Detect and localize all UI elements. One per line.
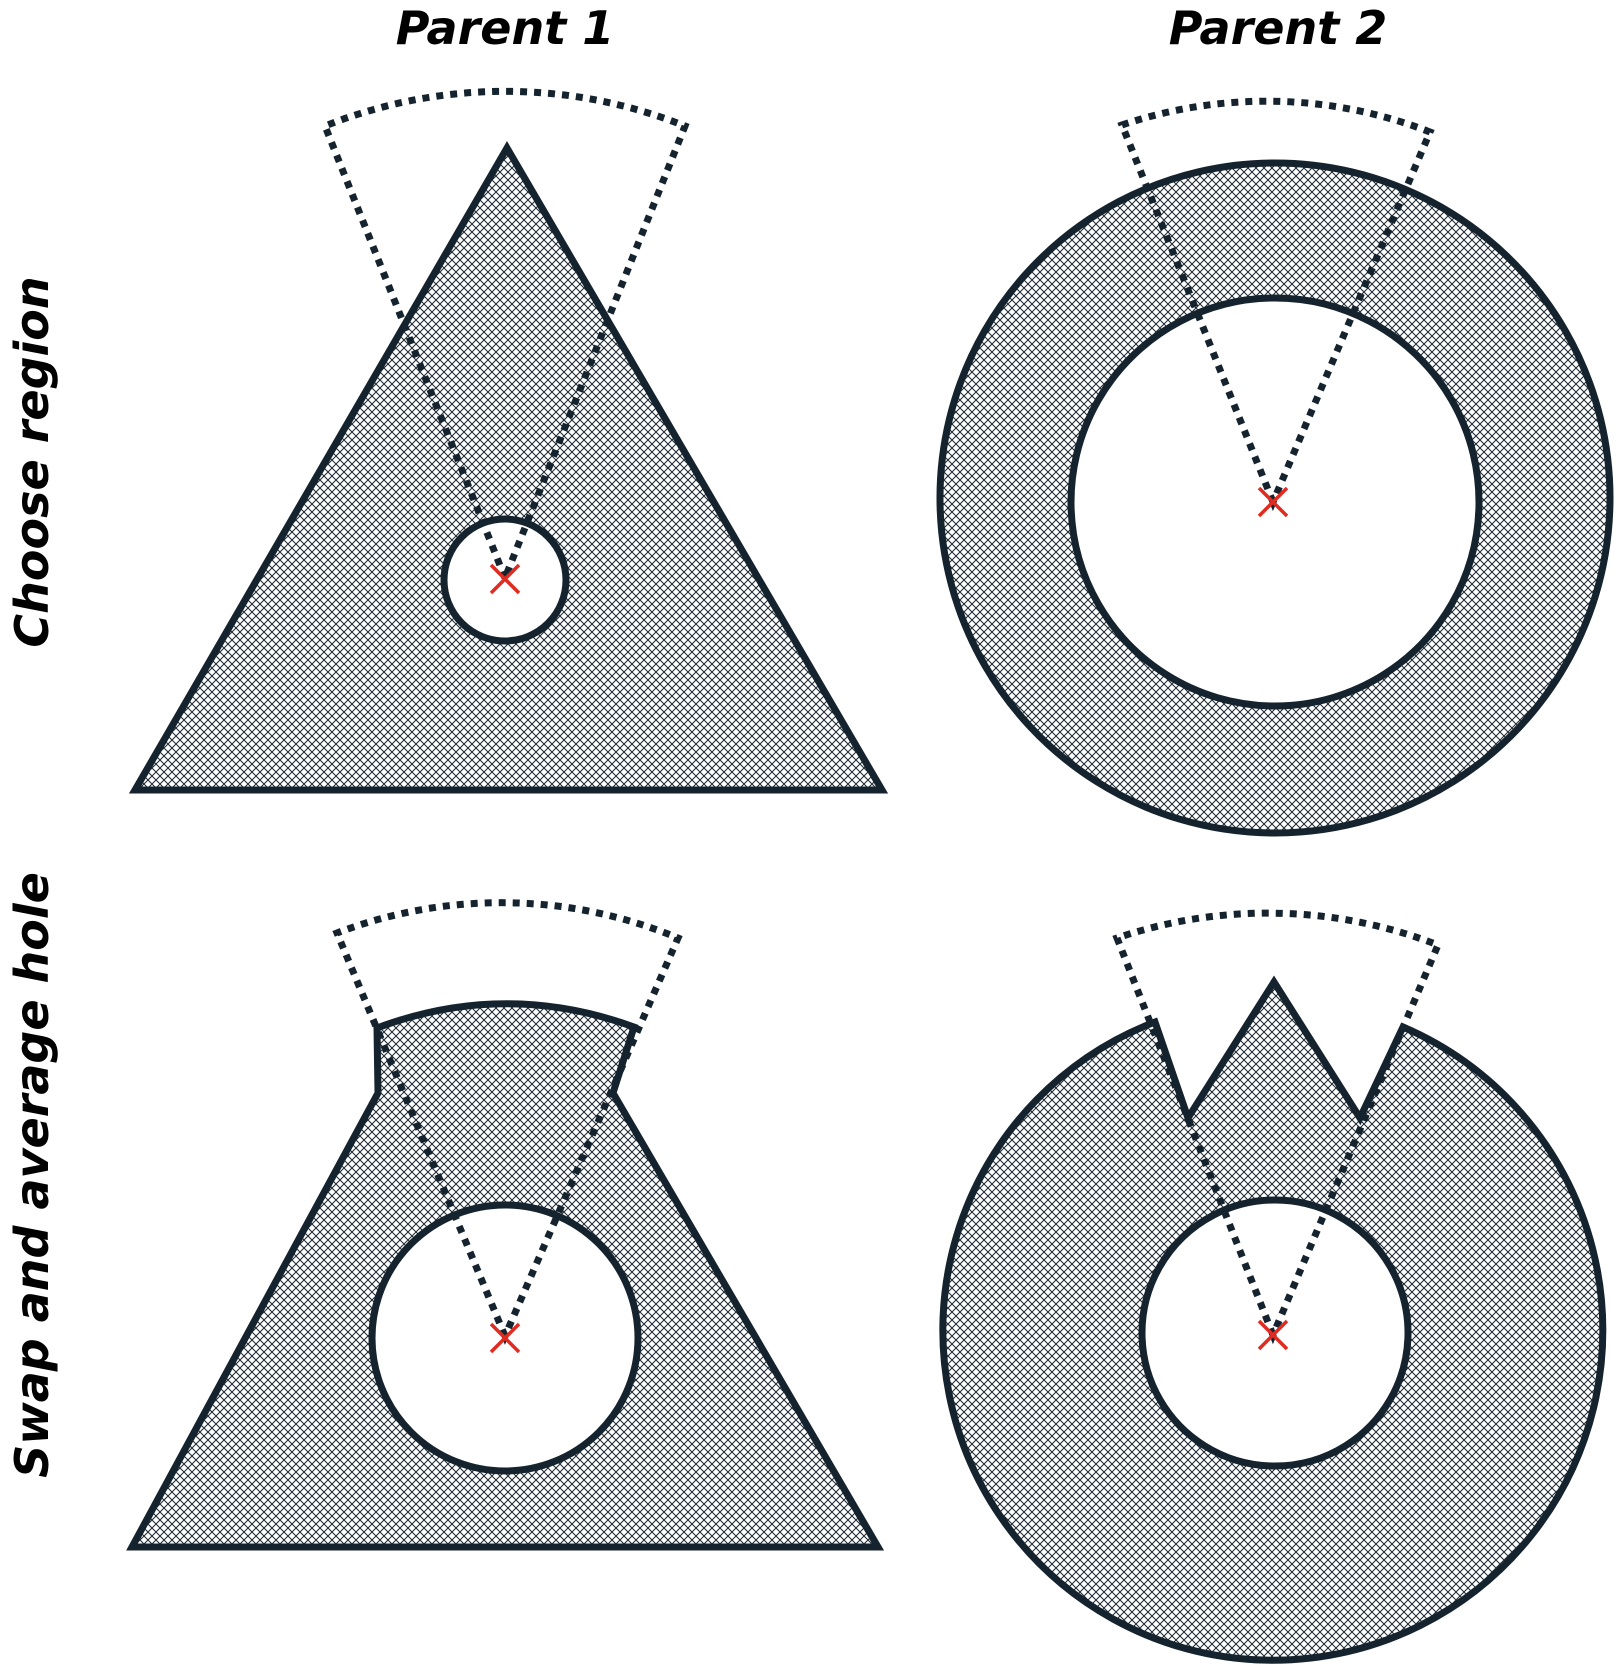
column-heading-parent-1: Parent 1 bbox=[396, 1, 614, 55]
parent-2-choose-region-panel bbox=[936, 97, 1614, 837]
parent-1-choose-region-panel bbox=[128, 87, 889, 794]
parent-1-selected-region-sector bbox=[320, 87, 690, 588]
parent-2-ring-shape bbox=[936, 159, 1614, 837]
offspring-2-center-marker bbox=[1257, 1319, 1289, 1351]
offspring-1-swap-panel bbox=[126, 899, 885, 1551]
offspring-2-ring-with-swapped-spike bbox=[939, 975, 1607, 1664]
column-heading-parent-2: Parent 2 bbox=[1169, 1, 1387, 55]
offspring-2-swap-panel bbox=[939, 909, 1607, 1664]
row-heading-swap-and-average-hole: Swap and average hole bbox=[5, 872, 59, 1478]
parent-1-triangle-shape bbox=[128, 141, 889, 794]
parent-2-center-marker bbox=[1257, 486, 1289, 518]
row-heading-choose-region: Choose region bbox=[5, 276, 59, 647]
offspring-2-region-sector bbox=[1112, 909, 1443, 1345]
offspring-1-center-marker bbox=[489, 1322, 521, 1354]
parent-2-selected-region-sector bbox=[1117, 97, 1435, 512]
parent-1-center-marker bbox=[489, 563, 521, 595]
